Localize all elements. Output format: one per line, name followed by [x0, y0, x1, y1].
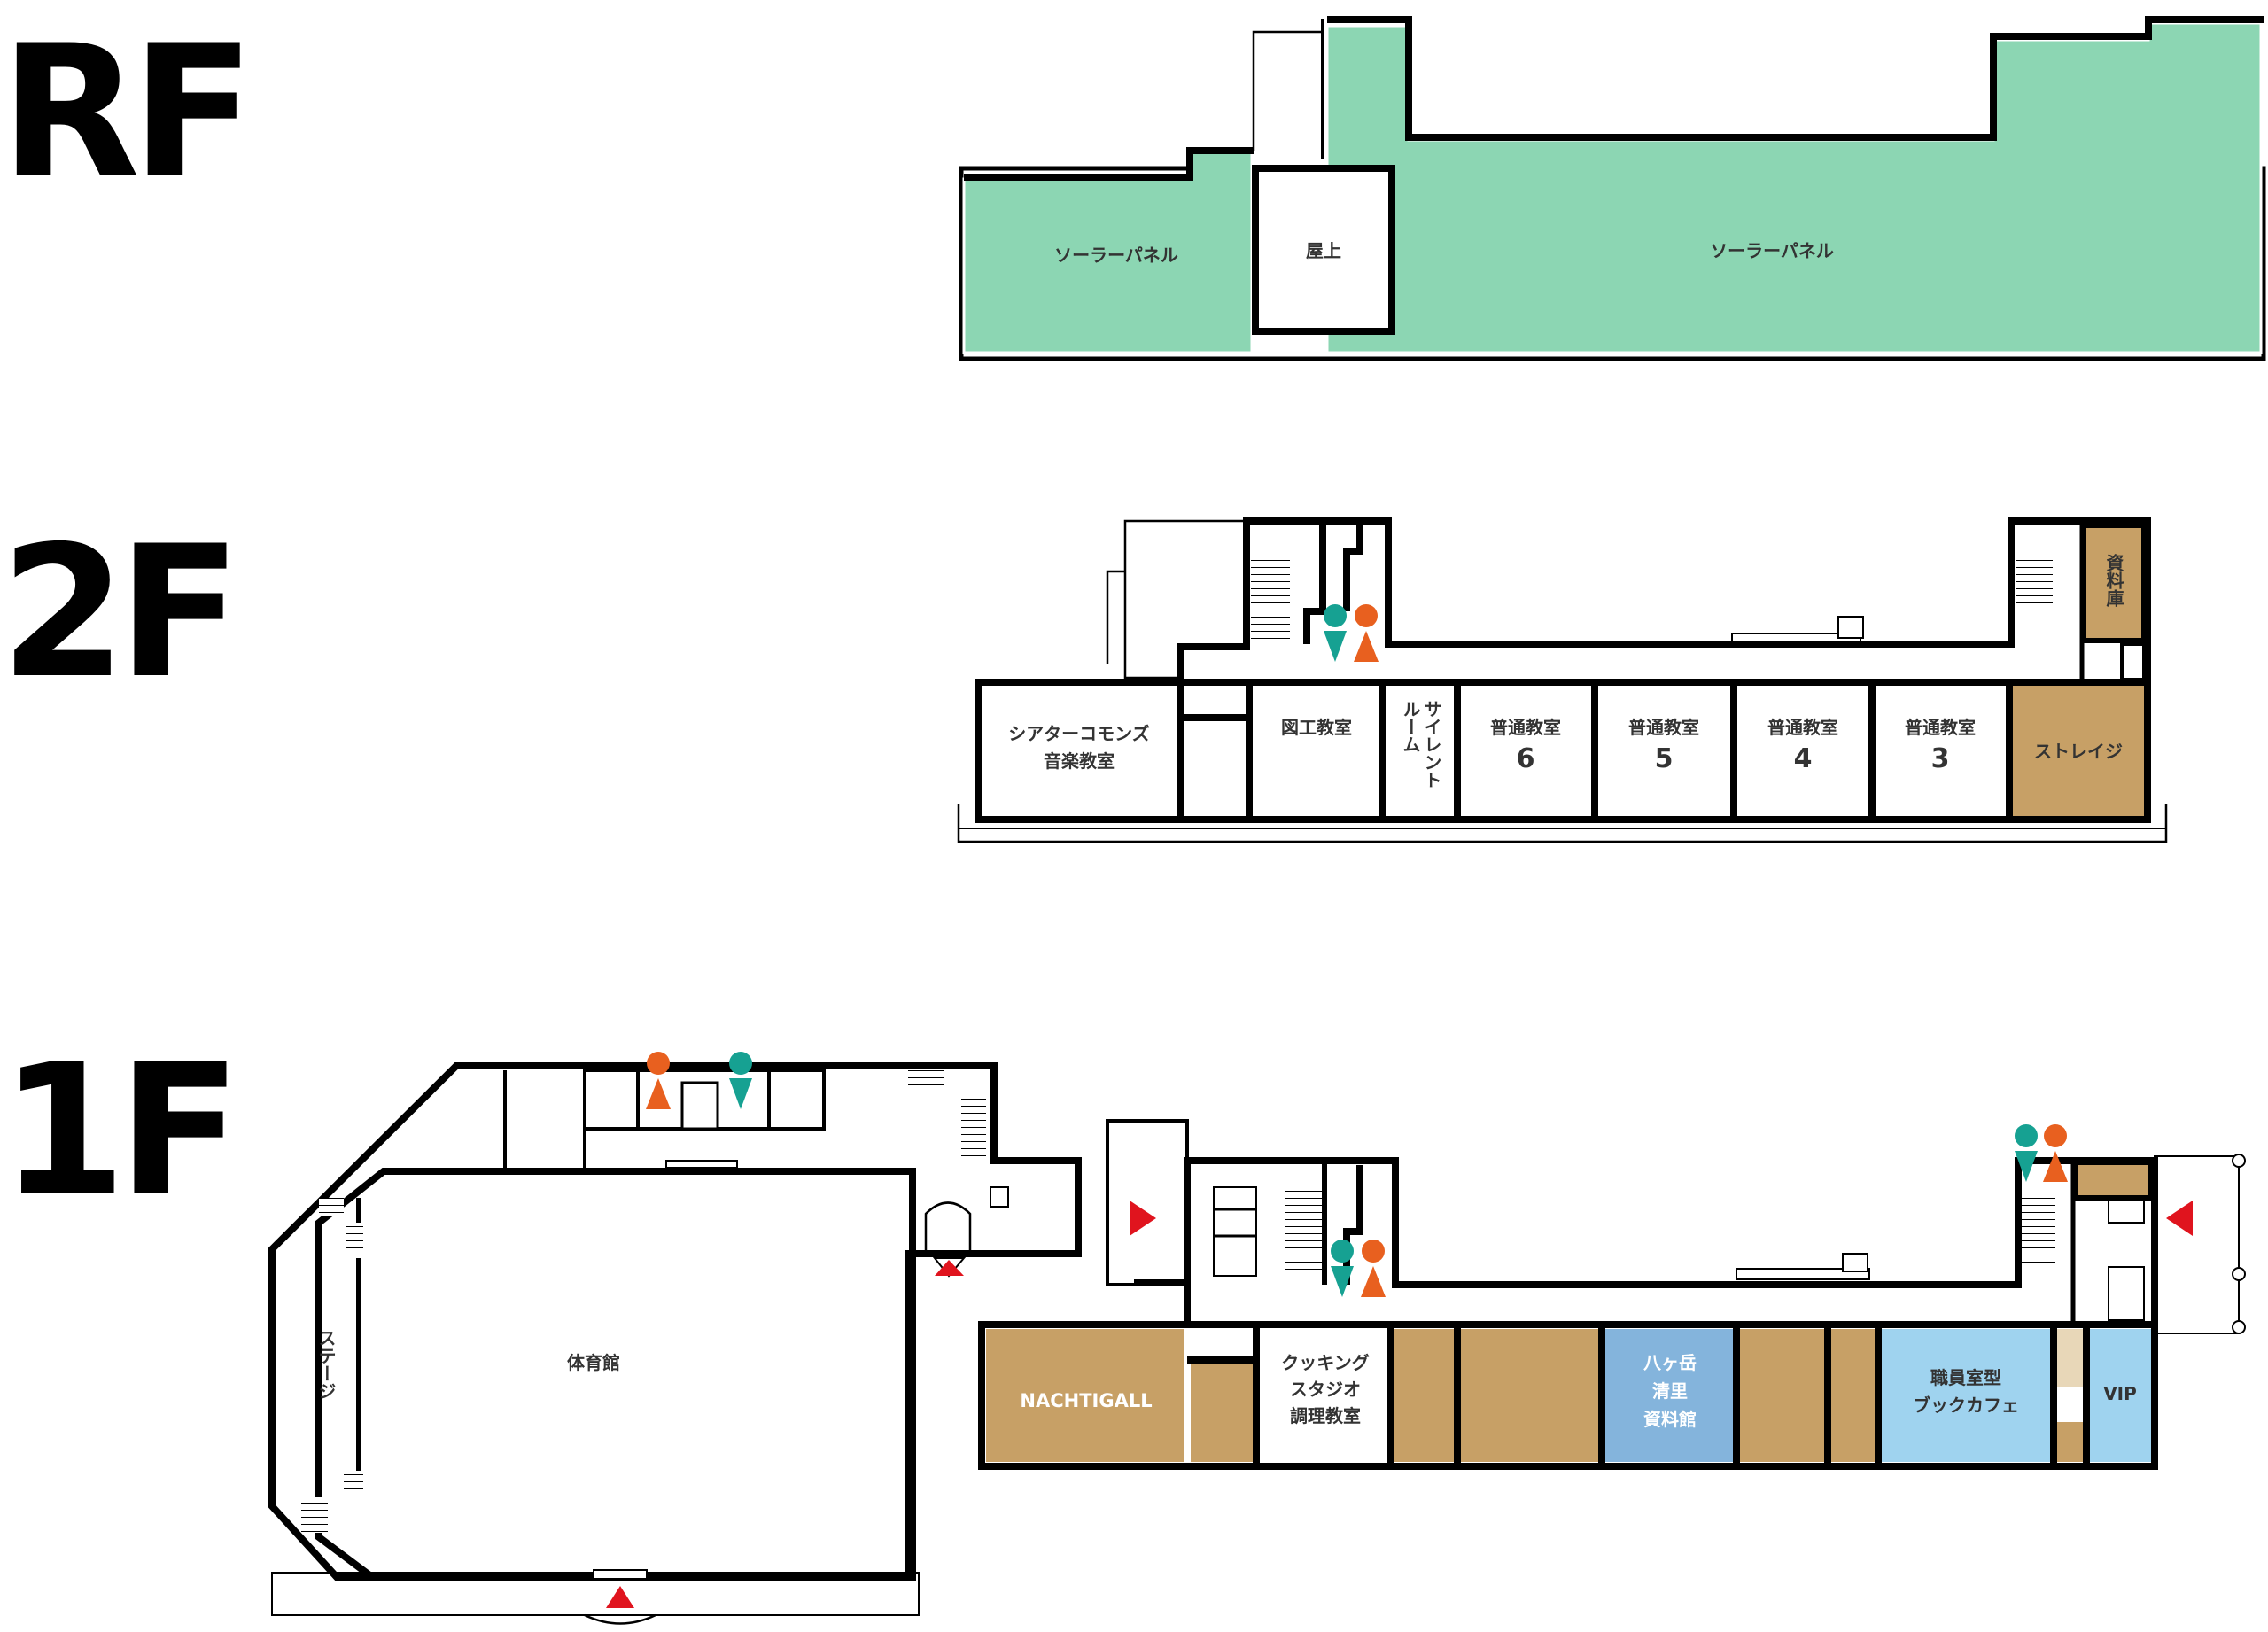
- rf-rooftop-label: 屋上: [1306, 240, 1341, 261]
- 2f-classroom-4-label: 普通教室: [1767, 717, 1838, 738]
- 1f-floor: 体育館 ステージ: [268, 1052, 2246, 1625]
- stairs-icon: [1285, 1187, 1322, 1276]
- 1f-yatsugatake-museum: [1605, 1329, 1733, 1462]
- 2f-silent-label-2: ルーム: [1400, 700, 1421, 753]
- 2f-classroom-6-number: 6: [1517, 743, 1535, 774]
- restroom-men-icon: [1324, 604, 1347, 662]
- floor-label-2f: 2F: [0, 508, 242, 719]
- 1f-gym-entrance-vestibule: [924, 1201, 972, 1254]
- 1f-cooking-label-1: クッキング: [1281, 1352, 1369, 1373]
- 1f-nachtigall-label: NACHTIGALL: [1020, 1390, 1152, 1411]
- rf-stairwell: [1252, 19, 1324, 151]
- 1f-vip-room: [2090, 1329, 2151, 1462]
- 2f-classroom-3-label: 普通教室: [1905, 717, 1976, 738]
- rf-floor: ソーラーパネル 屋上 ソーラーパネル: [959, 16, 2266, 361]
- 2f-classroom-3-number: 3: [1931, 743, 1950, 774]
- 1f-main-entrance-porch: [1106, 1119, 1189, 1286]
- 2f-classroom-6-label: 普通教室: [1490, 717, 1561, 738]
- stairs-icon: [2016, 558, 2053, 611]
- entrance-arrow-icon: [606, 1586, 634, 1608]
- rf-solar-west-label: ソーラーパネル: [1054, 245, 1178, 266]
- 2f-classroom-5-label: 普通教室: [1628, 717, 1699, 738]
- 1f-gym-label: 体育館: [567, 1352, 620, 1373]
- stairs-icon: [908, 1070, 944, 1095]
- rf-solar-east: [1325, 21, 2263, 354]
- 1f-staff-label-2: ブックカフェ: [1913, 1395, 2019, 1416]
- 1f-yatsu-label-3: 資料館: [1643, 1409, 1697, 1430]
- 1f-staff-book-cafe: [1882, 1329, 2050, 1462]
- 1f-storage-room-a: [1191, 1364, 1253, 1462]
- rf-solar-east-label: ソーラーパネル: [1710, 240, 1834, 261]
- 1f-vip-label: VIP: [2103, 1383, 2137, 1404]
- restroom-men-icon: [1331, 1240, 1354, 1297]
- 2f-silent-label-1: サイレント: [1421, 700, 1442, 789]
- 2f-classroom-4-number: 4: [1794, 743, 1813, 774]
- 1f-cooking-label-3: 調理教室: [1290, 1405, 1361, 1426]
- 2f-floor: シアターコモンズ 音楽教室 図工教室 サイレント ルーム 普通教室 6 普通教室…: [957, 517, 2168, 843]
- entrance-arrow-icon: [2166, 1201, 2193, 1236]
- 2f-outside-stair: [1123, 519, 1247, 680]
- 1f-staff-label-1: 職員室型: [1930, 1367, 2001, 1388]
- 1f-gym-outline: [268, 1062, 1082, 1581]
- 2f-art-room-label: 図工教室: [1281, 717, 1352, 738]
- restroom-women-icon: [2043, 1124, 2068, 1182]
- floor-label-rf: RF: [0, 7, 255, 218]
- 2f-classroom-5-number: 5: [1655, 743, 1674, 774]
- restroom-women-icon: [1354, 604, 1379, 662]
- 2f-storage-label: ストレイジ: [2034, 741, 2123, 762]
- 1f-storage-room-e: [1831, 1329, 1875, 1462]
- 2f-archive-label: 資料庫: [2103, 553, 2124, 608]
- 1f-cooking-label-2: スタジオ: [1290, 1379, 1361, 1400]
- entrance-arrow-icon: [935, 1260, 964, 1276]
- stairs-icon: [961, 1095, 986, 1157]
- restroom-women-icon: [1361, 1240, 1386, 1297]
- rf-solar-west-edge: [964, 147, 1254, 181]
- 1f-stage-label: ステージ: [315, 1329, 337, 1400]
- 1f-yatsu-label-2: 清里: [1652, 1380, 1688, 1402]
- stairs-icon: [2022, 1196, 2055, 1267]
- entrance-arrow-icon: [1130, 1201, 1156, 1236]
- 2f-archive: [2081, 523, 2147, 643]
- 1f-storage-room-d: [1740, 1329, 1824, 1462]
- 2f-theater-label-1: シアターコモンズ: [1008, 723, 1150, 744]
- 1f-storage-room-b: [1394, 1329, 1454, 1462]
- 1f-yatsu-label-1: 八ヶ岳: [1643, 1352, 1697, 1373]
- stairs-icon: [301, 1497, 328, 1533]
- 2f-theater-label-2: 音楽教室: [1044, 750, 1115, 772]
- 2f-outer-wall: [978, 517, 2151, 687]
- rf-solar-east-edge: [1327, 16, 2264, 141]
- stairs-icon: [1251, 556, 1290, 641]
- stairs-icon: [319, 1198, 344, 1216]
- 1f-nachtigall-room: [986, 1329, 1184, 1462]
- 1f-east-entrance-porch: [2154, 1155, 2240, 1334]
- rf-rooftop-room: [1252, 165, 1395, 335]
- 2f-balcony: [957, 804, 2168, 843]
- 1f-gym-inner: [315, 1168, 916, 1581]
- 2f-storage: [2013, 686, 2144, 816]
- 1f-storage-room-c: [1461, 1329, 1598, 1462]
- floor-label-1f: 1F: [0, 1026, 242, 1237]
